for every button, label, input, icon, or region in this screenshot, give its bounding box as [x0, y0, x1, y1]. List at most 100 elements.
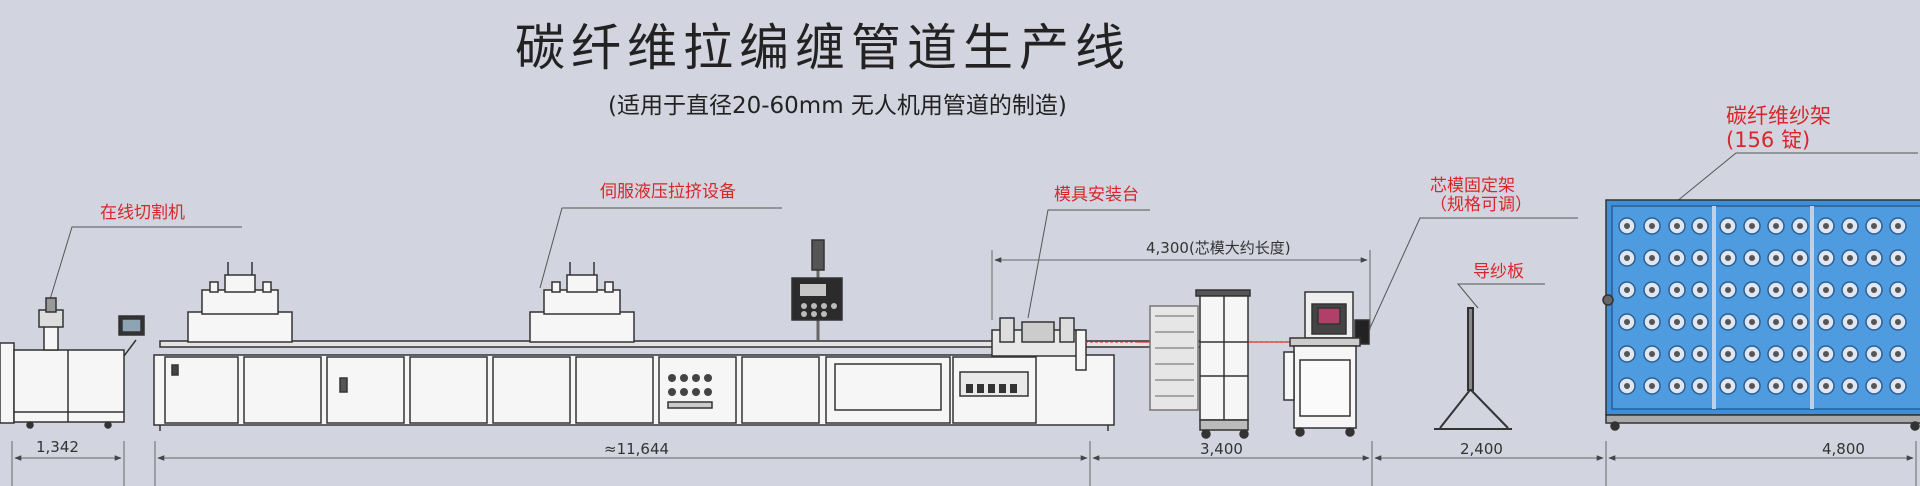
spool-core: [1624, 287, 1630, 293]
spool-core: [1649, 255, 1655, 261]
spool-core: [1847, 319, 1853, 325]
spool-core: [1797, 383, 1803, 389]
creel-spools: [1618, 217, 1907, 395]
spool-core: [1749, 383, 1755, 389]
spool-core: [1697, 255, 1703, 261]
spool-core: [1649, 287, 1655, 293]
spool-core: [1649, 319, 1655, 325]
spool-core: [1674, 319, 1680, 325]
spool-core: [1697, 223, 1703, 229]
dimension-cutter: 1,342: [36, 438, 79, 456]
spool-core: [1823, 319, 1829, 325]
spool-core: [1797, 255, 1803, 261]
dimension-mandrel-length: 4,300(芯模大约长度): [1146, 239, 1291, 257]
label-creel: 碳纤维纱架: [1726, 104, 1831, 128]
spool-core: [1749, 223, 1755, 229]
spool-core: [1725, 255, 1731, 261]
spool-core: [1871, 351, 1877, 357]
dimension-creel: 4,800: [1822, 440, 1865, 458]
spool-core: [1797, 223, 1803, 229]
spool-core: [1649, 351, 1655, 357]
dimension-pultrusion: ≈11,644: [604, 440, 670, 458]
spool-core: [1725, 319, 1731, 325]
label-mold-table: 模具安装台: [1054, 185, 1139, 205]
spool-core: [1823, 223, 1829, 229]
label-pultrusion-equipment: 伺服液压拉挤设备: [600, 182, 736, 202]
spool-core: [1871, 383, 1877, 389]
spool-core: [1725, 351, 1731, 357]
page-subtitle: (适用于直径20-60mm 无人机用管道的制造): [608, 93, 1067, 119]
spool-core: [1871, 223, 1877, 229]
spool-core: [1674, 223, 1680, 229]
online-cutter-machine: [0, 297, 145, 429]
spool-core: [1624, 319, 1630, 325]
pultrusion-equipment: [153, 262, 1231, 431]
spool-core: [1847, 255, 1853, 261]
spool-core: [1674, 287, 1680, 293]
spool-core: [1725, 223, 1731, 229]
spool-core: [1823, 255, 1829, 261]
spool-core: [1725, 383, 1731, 389]
spool-core: [1697, 383, 1703, 389]
spool-core: [1823, 287, 1829, 293]
spool-core: [1797, 319, 1803, 325]
spool-core: [1773, 319, 1779, 325]
dimension-guide: 2,400: [1460, 440, 1503, 458]
spool-core: [1773, 223, 1779, 229]
label-mandrel-fixture-note: （规格可调）: [1430, 195, 1532, 215]
spool-core: [1871, 287, 1877, 293]
label-guide-plate: 导纱板: [1473, 262, 1524, 282]
spool-core: [1871, 255, 1877, 261]
spool-core: [1797, 351, 1803, 357]
spool-core: [1773, 287, 1779, 293]
spool-core: [1674, 351, 1680, 357]
spool-core: [1749, 351, 1755, 357]
page-title: 碳纤维拉编缠管道生产线: [515, 19, 1131, 77]
yarn-guide-plate: [1434, 307, 1512, 430]
spool-core: [1697, 351, 1703, 357]
spool-core: [1823, 383, 1829, 389]
mold-mounting-table: [991, 317, 1087, 371]
spool-core: [1697, 287, 1703, 293]
mandrel-fixture: [1283, 291, 1370, 437]
spool-core: [1749, 287, 1755, 293]
spool-core: [1847, 351, 1853, 357]
spool-core: [1697, 319, 1703, 325]
spool-core: [1725, 287, 1731, 293]
spool-core: [1797, 287, 1803, 293]
spool-core: [1895, 351, 1901, 357]
spool-core: [1624, 255, 1630, 261]
label-creel-spindles: (156 锭): [1726, 128, 1811, 152]
spool-core: [1871, 319, 1877, 325]
label-mandrel-fixture: 芯模固定架: [1430, 176, 1515, 196]
spool-core: [1773, 351, 1779, 357]
dimension-lines: [11, 250, 1917, 486]
carbon-fiber-creel: [1602, 199, 1920, 431]
label-online-cutter: 在线切割机: [100, 203, 185, 223]
spool-core: [1624, 223, 1630, 229]
spool-core: [1749, 319, 1755, 325]
spool-core: [1649, 223, 1655, 229]
spool-core: [1624, 383, 1630, 389]
spool-core: [1895, 255, 1901, 261]
control-pendant: [791, 239, 843, 340]
spool-core: [1847, 223, 1853, 229]
spool-core: [1895, 223, 1901, 229]
spool-core: [1895, 383, 1901, 389]
spool-core: [1624, 351, 1630, 357]
spool-core: [1674, 383, 1680, 389]
spool-core: [1847, 287, 1853, 293]
spool-core: [1773, 255, 1779, 261]
spool-core: [1895, 319, 1901, 325]
dimension-winding: 3,400: [1200, 440, 1243, 458]
spool-core: [1847, 383, 1853, 389]
spool-core: [1823, 351, 1829, 357]
spool-core: [1674, 255, 1680, 261]
spool-core: [1649, 383, 1655, 389]
spool-core: [1773, 383, 1779, 389]
spool-core: [1895, 287, 1901, 293]
winding-frame: [1149, 289, 1251, 439]
leader-lines: [47, 152, 1918, 329]
